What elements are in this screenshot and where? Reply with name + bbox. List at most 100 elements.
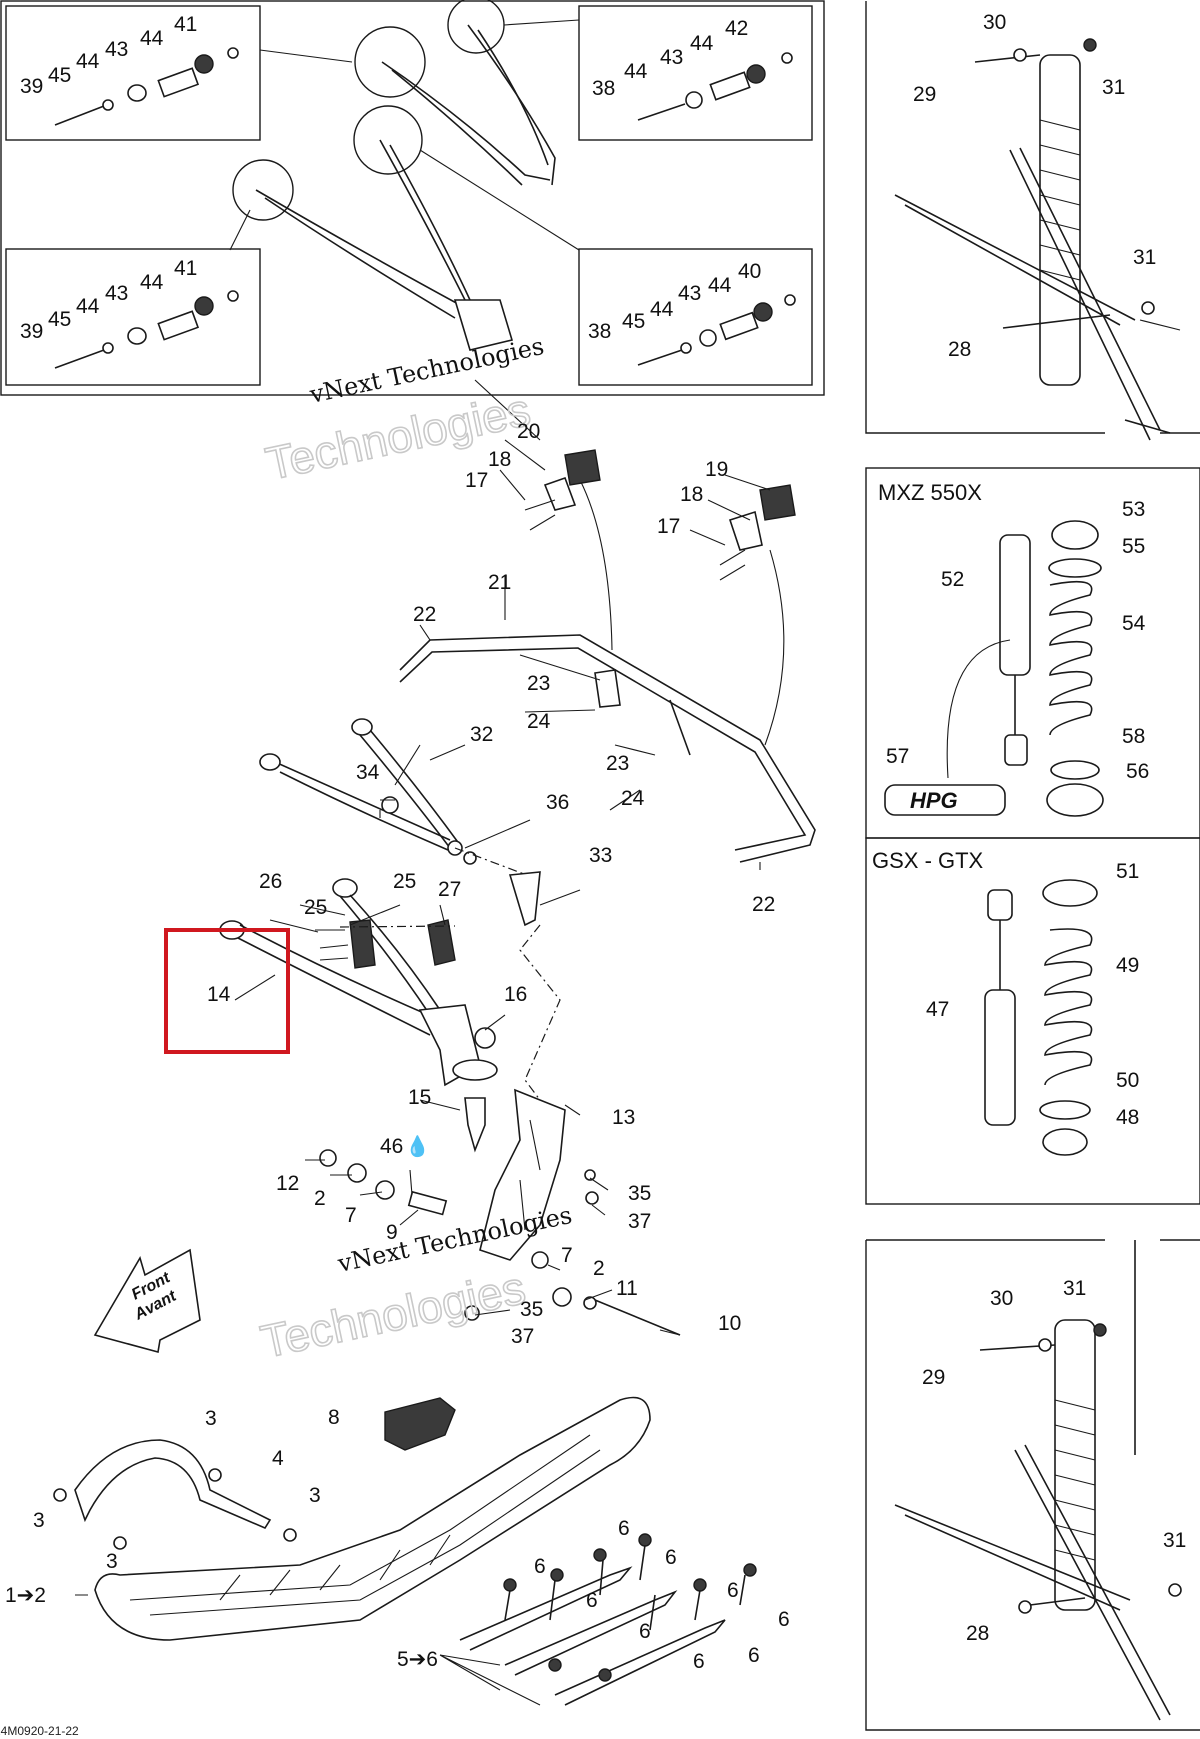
bushing-stack-1	[54, 47, 239, 126]
bushing-stack-3	[54, 290, 239, 369]
lower-a-arm	[219, 878, 498, 1087]
part-label: 8	[328, 1406, 340, 1429]
part-label: 6	[586, 1589, 598, 1612]
part-label: 4	[272, 1447, 284, 1470]
part-label: 56	[1126, 760, 1149, 783]
part-label: 11	[616, 1277, 638, 1300]
part-label: 5➔6	[397, 1648, 438, 1671]
part-label: 3	[205, 1407, 217, 1430]
gsx-panel-frame	[865, 837, 1200, 1205]
oil-drop-icon: 💧	[405, 1134, 430, 1158]
part-label: 58	[1122, 725, 1145, 748]
part-label: 17	[657, 515, 680, 538]
part-label: 52	[941, 568, 964, 591]
part-label: 44	[76, 295, 100, 318]
hpg-logo-text: HPG	[910, 788, 958, 813]
part-label: 41	[174, 13, 197, 36]
part-label: 28	[948, 338, 971, 361]
bushing-kit-box-4	[578, 248, 813, 386]
part-label: 57	[886, 745, 909, 768]
part-label: 45	[622, 310, 645, 333]
part-label: 6	[727, 1579, 739, 1602]
part-label: 49	[1116, 954, 1139, 977]
part-label: 44	[708, 274, 732, 297]
part-label: 50	[1116, 1069, 1139, 1092]
sway-bar	[399, 634, 816, 863]
part-label: 35	[628, 1182, 651, 1205]
upper-arms-panel	[0, 0, 825, 396]
upper-a-arm-drawing	[229, 0, 580, 351]
part-label: 43	[105, 38, 128, 61]
part-label: 44	[624, 60, 648, 83]
part-label: 9	[386, 1221, 398, 1244]
watermark-outline-text: Technologies	[261, 383, 534, 490]
part-label: 45	[48, 308, 71, 331]
gsx-spring	[1044, 928, 1093, 1086]
highlight-part-14-box[interactable]	[164, 928, 290, 1054]
front-suspension-assembly	[219, 379, 816, 1336]
part-labels: 39 45 44 43 44 41 38 44 43 44 42 39 45 4…	[5, 11, 1186, 1673]
part-label: 25	[304, 896, 327, 919]
part-label: 36	[546, 791, 569, 814]
front-direction-arrow: Front Avant	[93, 1248, 201, 1354]
bushing-kit-box-3	[5, 248, 261, 386]
part-label: 21	[488, 571, 511, 594]
upper-a-arm	[259, 718, 477, 865]
part-label: 44	[140, 271, 164, 294]
watermark-outline-text: Technologies	[256, 1261, 529, 1368]
gsx-shock-body	[984, 989, 1016, 1126]
part-label: 29	[922, 1366, 945, 1389]
part-label: 39	[20, 320, 43, 343]
part-label-14-highlighted[interactable]: 14	[207, 983, 231, 1006]
part-label: 54	[1122, 612, 1146, 635]
part-label: 12	[276, 1172, 299, 1195]
part-label: 2	[314, 1187, 326, 1210]
part-label: 34	[356, 761, 380, 784]
part-label: 24	[621, 787, 645, 810]
part-label: 41	[174, 257, 197, 280]
part-label: 44	[140, 27, 164, 50]
carbide-runners	[459, 1544, 746, 1706]
part-label: 38	[592, 77, 615, 100]
mxz-spring	[1049, 580, 1093, 736]
part-label: 6	[665, 1546, 677, 1569]
part-label: 26	[259, 870, 282, 893]
shock-absorber-2	[1054, 1319, 1096, 1611]
part-label: 23	[606, 752, 629, 775]
part-label: 55	[1122, 535, 1145, 558]
upper-arms-panel-frame	[0, 0, 825, 396]
shock-panel-gsx	[865, 837, 1200, 1205]
part-label: 31	[1133, 246, 1156, 269]
shock-panel-mxz	[865, 467, 1200, 839]
bushing-kit-box-2	[578, 5, 813, 141]
part-label: 6	[748, 1644, 760, 1667]
part-label: 6	[778, 1608, 790, 1631]
part-label: 20	[517, 420, 540, 443]
part-label: 18	[488, 448, 511, 471]
part-label: 31	[1102, 76, 1125, 99]
part-label: 43	[678, 282, 701, 305]
part-label: 7	[561, 1244, 573, 1267]
part-label: 39	[20, 75, 43, 98]
part-label: 22	[413, 603, 436, 626]
part-label: 35	[520, 1298, 543, 1321]
part-label: 44	[650, 298, 674, 321]
part-label: 22	[752, 893, 775, 916]
part-label: 44	[690, 32, 714, 55]
part-label: 44	[76, 50, 100, 73]
part-label: 6	[639, 1620, 651, 1643]
part-label: 2	[593, 1257, 605, 1280]
part-label: 18	[680, 483, 703, 506]
bushing-kit-box-1	[5, 5, 261, 141]
part-label: 3	[33, 1509, 45, 1532]
part-label: 6	[693, 1650, 705, 1673]
part-label: 51	[1116, 860, 1139, 883]
part-label: 31	[1163, 1529, 1186, 1552]
diagram-reference-code: 24M0920-21-22	[0, 1724, 79, 1738]
part-label: 43	[105, 282, 128, 305]
part-label: 30	[983, 11, 1006, 34]
part-label: 24	[527, 710, 551, 733]
part-label: 43	[660, 46, 683, 69]
part-label: 3	[309, 1484, 321, 1507]
part-label: 28	[966, 1622, 989, 1645]
